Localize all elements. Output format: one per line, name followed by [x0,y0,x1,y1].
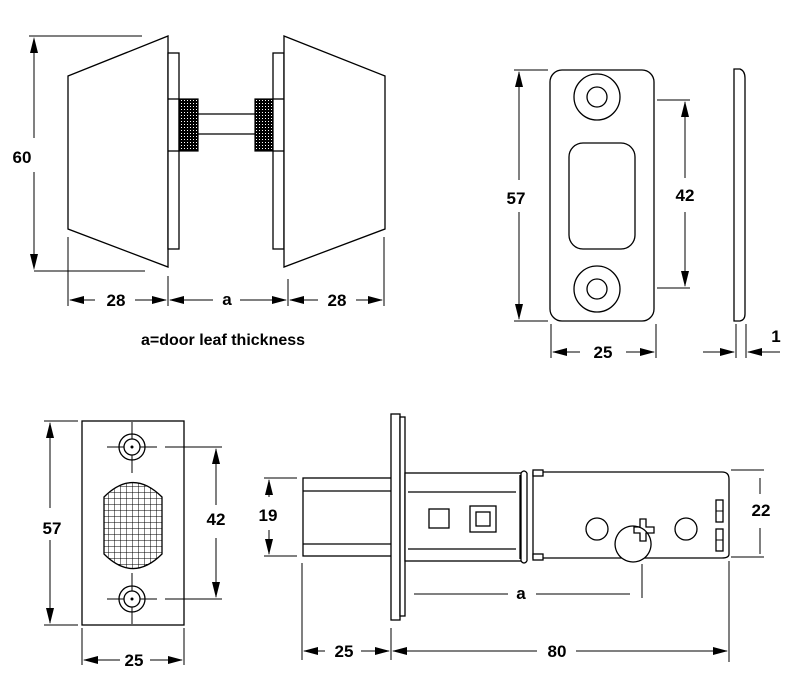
body-height-label: 22 [752,501,771,520]
right-knob-depth-label: 28 [328,291,347,310]
knob-assembly-view: 60 28 a 28 a=door leaf thickness [13,35,386,349]
faceplate-hole-spacing-label: 42 [207,510,226,529]
strike-hole-spacing-label: 42 [676,186,695,205]
bolt-height-label: 19 [259,506,278,525]
left-knurled-collar [178,98,199,152]
latch-case-front [404,472,522,562]
latch-square-lug-outer [469,505,497,533]
bolt-projection-label: 25 [335,642,354,661]
left-knob [67,35,169,268]
door-thickness-caption: a=door leaf thickness [141,332,305,349]
latch-rear-hole-right [674,517,698,541]
strike-bottom-screw-hole [586,278,608,300]
latch-door-thickness-label: a [516,584,526,603]
strike-plate-body [549,69,655,322]
strike-top-screw-hole-outer [573,73,621,121]
strike-bolt-opening [568,142,636,250]
faceplate-width-label: 25 [125,651,144,670]
strike-width-label: 25 [594,343,613,362]
right-knob [283,35,386,268]
backset-label: 80 [548,642,567,661]
strike-bottom-screw-hole-outer [573,265,621,313]
left-knob-depth-label: 28 [107,291,126,310]
strike-height-label: 57 [507,189,526,208]
latch-square-hole [428,508,450,529]
strike-top-screw-hole [586,86,608,108]
right-knurled-collar [254,98,275,152]
faceplate-height-label: 57 [43,519,62,538]
latch-spindle-cross-icon [614,525,652,563]
latch-rear-housing [532,471,730,559]
latch-square-lug-inner [475,511,491,527]
latch-bolt-face [103,482,163,569]
latch-faceplate-view: 57 42 25 [43,420,226,670]
knob-height-label: 60 [13,148,32,167]
strike-thickness-label: 1 [771,327,780,346]
latch-faceplate-edge [390,413,401,621]
strike-side-profile [733,68,746,322]
door-thickness-label: a [222,290,232,309]
latch-rear-hole-left [585,517,609,541]
latch-body-view: 19 22 a 25 80 [259,413,771,662]
strike-plate-view: 57 42 25 1 [507,68,781,362]
